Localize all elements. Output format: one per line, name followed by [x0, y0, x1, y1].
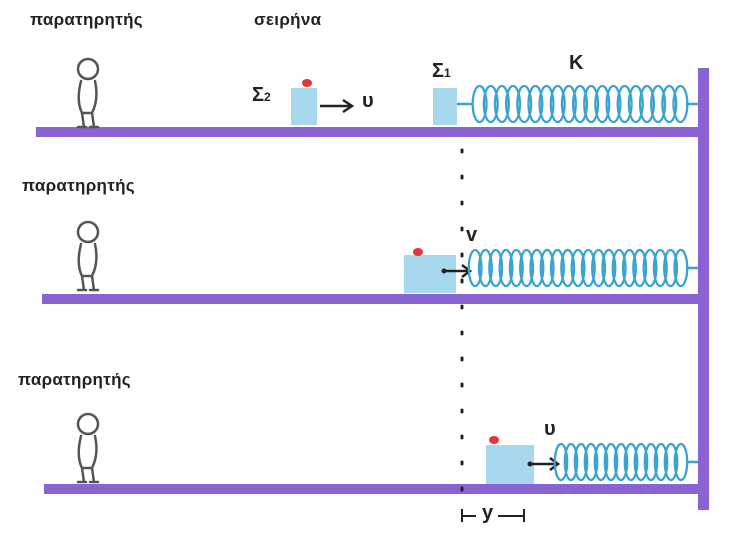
spring-constant-label: K [569, 52, 584, 74]
velocity-v-label: v [466, 224, 478, 246]
block-displaced [486, 445, 534, 484]
sigma-2-symbol: Σ [252, 84, 265, 106]
siren-label: σειρήνα [254, 10, 322, 29]
siren-dot-icon [302, 79, 312, 87]
sigma-2-label: Σ2 [252, 84, 271, 107]
spring-icon [471, 84, 689, 124]
floor-top [36, 127, 708, 137]
spring-icon [467, 248, 689, 288]
observer-figure-icon [76, 412, 100, 484]
block-sigma-2 [291, 88, 317, 125]
displacement-marker [461, 509, 525, 522]
floor-middle [42, 294, 708, 304]
arrow-icon [527, 457, 561, 471]
siren-dot-icon [489, 436, 499, 444]
observer-label-1: παρατηρητής [30, 10, 143, 29]
sigma-1-symbol: Σ [432, 60, 445, 82]
arrow-icon [320, 98, 355, 114]
spring-icon [553, 442, 689, 482]
observer-label-2: παρατηρητής [22, 176, 135, 195]
sigma-1-subscript: 1 [444, 66, 451, 80]
block-sigma-1 [433, 88, 457, 125]
siren-dot-icon [413, 248, 423, 256]
floor-bottom [44, 484, 708, 494]
displacement-y-label: y [482, 502, 494, 524]
sigma-1-label: Σ1 [432, 60, 451, 83]
arrow-icon [441, 264, 473, 278]
sigma-2-subscript: 2 [264, 90, 271, 104]
observer-figure-icon [76, 220, 100, 292]
velocity-u-bottom-label: υ [544, 418, 556, 440]
observer-figure-icon [76, 57, 100, 129]
velocity-u-top-label: υ [362, 90, 374, 112]
block-merged [404, 255, 456, 293]
right-wall [698, 68, 709, 510]
observer-label-3: παρατηρητής [18, 370, 131, 389]
